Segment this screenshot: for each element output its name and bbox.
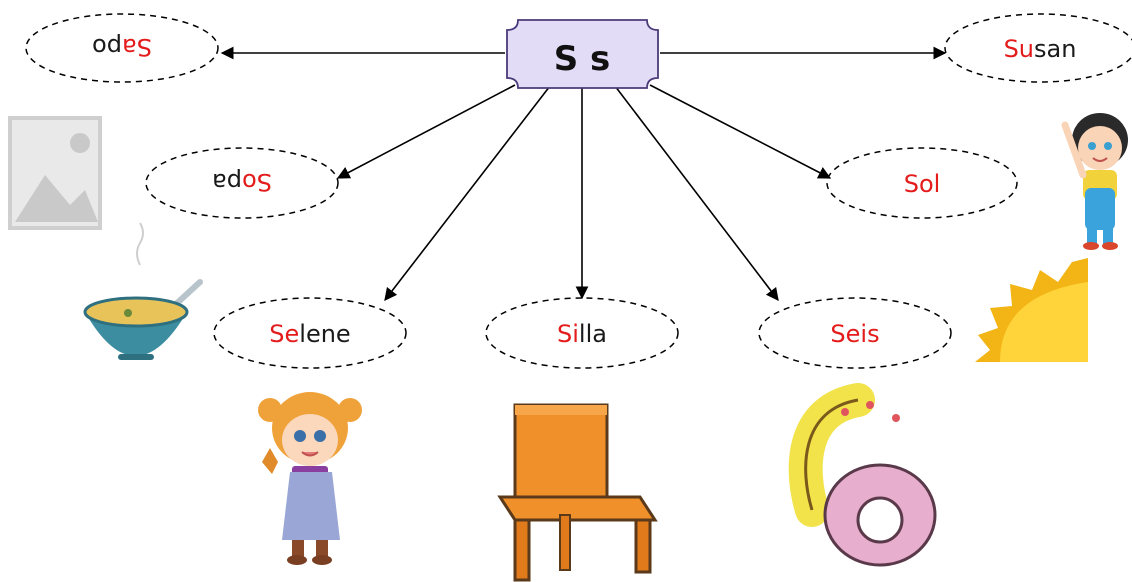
word-silla: Silla: [557, 320, 607, 348]
word-susan: Susan: [1004, 35, 1077, 63]
oval-sol: [826, 147, 1018, 219]
oval-sopa: [145, 147, 339, 219]
arrow-to-sopa: [336, 84, 516, 179]
word-sapo: Sapo: [92, 33, 152, 61]
center-label: S s: [554, 39, 611, 79]
center-box: S s: [506, 19, 659, 89]
oval-seis: [758, 297, 952, 369]
arrow-to-sol: [649, 84, 832, 179]
girl-waving-icon: [1061, 113, 1128, 250]
oval-sapo: [25, 13, 219, 83]
arrow-to-selene: [384, 85, 551, 302]
sun-icon: [975, 258, 1088, 362]
soup-bowl-icon: [83, 222, 203, 360]
oval-selene: [213, 297, 407, 369]
connector-arrows: [220, 46, 947, 302]
word-selene: Selene: [269, 320, 350, 348]
number-six-icon: [788, 383, 937, 567]
word-sopa: Sopa: [212, 168, 272, 196]
girl-with-leaf-icon: [258, 392, 362, 565]
oval-silla: [485, 297, 679, 369]
oval-susan: [944, 13, 1132, 83]
word-sol: Sol: [904, 170, 941, 198]
word-seis: Seis: [830, 320, 879, 348]
arrow-to-seis: [614, 85, 779, 302]
image-placeholder-icon: [8, 116, 102, 230]
chair-icon: [497, 403, 658, 582]
